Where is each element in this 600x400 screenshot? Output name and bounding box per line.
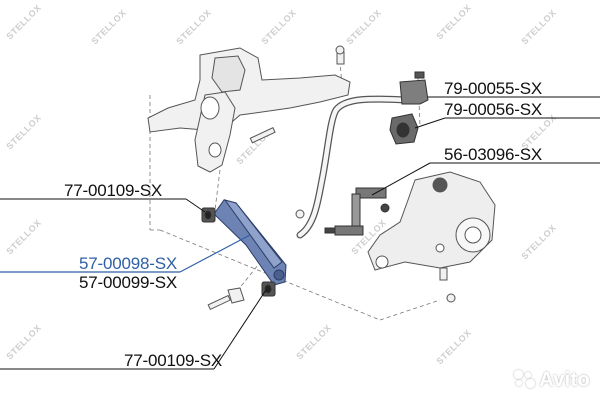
watermark-item: STELLOX bbox=[434, 328, 473, 367]
svg-text:STELLOX: STELLOX bbox=[434, 3, 473, 42]
avito-wordmark: Avito bbox=[539, 369, 590, 391]
part-label-79-00055: 79-00055-SX bbox=[444, 79, 542, 98]
part-label-57-00099: 57-00099-SX bbox=[79, 273, 177, 292]
avito-dots-icon bbox=[514, 370, 536, 388]
svg-text:STELLOX: STELLOX bbox=[4, 323, 43, 362]
svg-text:STELLOX: STELLOX bbox=[519, 8, 558, 47]
leader-lines bbox=[0, 96, 600, 370]
lower-control-arm bbox=[213, 199, 287, 286]
stabilizer-bushing bbox=[389, 113, 419, 145]
svg-text:STELLOX: STELLOX bbox=[434, 328, 473, 367]
watermark-item: STELLOX bbox=[4, 3, 43, 42]
svg-text:STELLOX: STELLOX bbox=[174, 8, 213, 47]
stabilizer-link bbox=[324, 187, 390, 236]
watermark-item: STELLOX bbox=[294, 323, 333, 362]
watermark-item: STELLOX bbox=[519, 8, 558, 47]
part-label-57-00098: 57-00098-SX bbox=[79, 254, 177, 273]
svg-text:STELLOX: STELLOX bbox=[344, 8, 383, 47]
svg-text:STELLOX: STELLOX bbox=[4, 3, 43, 42]
part-label-56-03096: 56-03096-SX bbox=[444, 145, 542, 164]
arm-bushing-upper bbox=[201, 207, 216, 223]
stabilizer-bar-inner bbox=[297, 96, 408, 238]
watermark-item: STELLOX bbox=[344, 8, 383, 47]
svg-text:STELLOX: STELLOX bbox=[4, 218, 43, 257]
watermark-item: STELLOX bbox=[4, 323, 43, 362]
watermark-item: STELLOX bbox=[434, 3, 473, 42]
part-label-77-00109-lower: 77-00109-SX bbox=[124, 351, 222, 370]
part-label-77-00109-upper: 77-00109-SX bbox=[64, 181, 162, 200]
watermark-item: STELLOX bbox=[4, 113, 43, 152]
leader-line-highlight bbox=[0, 234, 251, 273]
watermark-item: STELLOX bbox=[259, 8, 298, 47]
arm-bushing-lower bbox=[261, 281, 276, 297]
knuckle-bolt bbox=[439, 267, 456, 303]
subframe-bolt bbox=[249, 45, 345, 144]
wheel-knuckle bbox=[367, 171, 496, 271]
part-label-79-00056: 79-00056-SX bbox=[444, 100, 542, 119]
svg-text:STELLOX: STELLOX bbox=[259, 8, 298, 47]
watermark-item: STELLOX bbox=[4, 218, 43, 257]
avito-logo: Avito bbox=[514, 369, 590, 392]
arm-fasteners bbox=[207, 209, 305, 311]
rear-subframe bbox=[147, 47, 351, 173]
watermark-item: STELLOX bbox=[89, 8, 128, 47]
watermark-item: STELLOX bbox=[519, 223, 558, 262]
svg-text:STELLOX: STELLOX bbox=[294, 323, 333, 362]
watermark-item: STELLOX bbox=[174, 8, 213, 47]
stabilizer-clamp bbox=[399, 71, 429, 105]
svg-text:STELLOX: STELLOX bbox=[519, 223, 558, 262]
svg-text:STELLOX: STELLOX bbox=[89, 8, 128, 47]
svg-text:STELLOX: STELLOX bbox=[4, 113, 43, 152]
